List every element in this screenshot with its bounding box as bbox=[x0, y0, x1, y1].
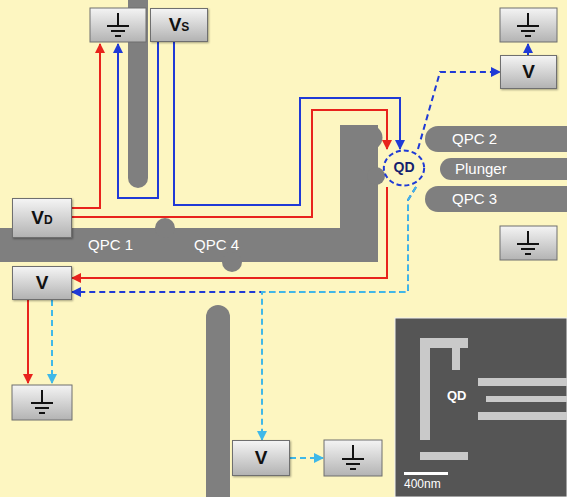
dot-outline bbox=[384, 151, 424, 186]
ground-box bbox=[500, 226, 557, 260]
current-path bbox=[174, 42, 400, 205]
current-arrow bbox=[51, 300, 53, 383]
terminal-label: VS bbox=[169, 15, 190, 36]
gate-finger bbox=[425, 126, 567, 152]
qpc-bump bbox=[222, 252, 242, 272]
voltmeter-box: V bbox=[500, 55, 557, 89]
part-label: QD bbox=[447, 389, 467, 404]
voltmeter-box: V bbox=[12, 266, 72, 300]
drain-terminal: VD bbox=[12, 198, 72, 238]
ground-box bbox=[324, 440, 382, 476]
sem-inset bbox=[395, 318, 567, 497]
current-arrow bbox=[290, 457, 323, 459]
ground-box bbox=[12, 385, 72, 420]
part-label: QPC 4 bbox=[194, 236, 239, 253]
plunger-gate bbox=[440, 158, 567, 180]
current-path bbox=[72, 110, 387, 217]
current-path bbox=[72, 187, 387, 278]
current-path bbox=[72, 187, 416, 292]
terminal-label: V bbox=[36, 273, 49, 294]
current-arrow bbox=[72, 44, 100, 208]
gate-finger bbox=[206, 305, 230, 497]
ground-box bbox=[500, 8, 557, 42]
part-label: Plunger bbox=[455, 160, 507, 177]
part-label: 400nm bbox=[404, 478, 441, 492]
edge-current-paths bbox=[28, 42, 528, 458]
gate-bump bbox=[367, 167, 385, 185]
part-label: QPC 3 bbox=[452, 190, 497, 207]
qpc-bump bbox=[155, 218, 175, 238]
current-path bbox=[418, 72, 500, 149]
dot-label: QD bbox=[394, 160, 415, 175]
voltmeter-box: V bbox=[232, 440, 290, 476]
terminal-label: VD bbox=[31, 208, 52, 229]
current-path bbox=[262, 187, 416, 440]
source-terminal: VS bbox=[150, 8, 208, 42]
scale-bar bbox=[404, 472, 448, 475]
gate-finger bbox=[340, 125, 382, 150]
terminal-label: V bbox=[255, 448, 268, 469]
gate-finger bbox=[425, 186, 567, 212]
part-label: QPC 1 bbox=[88, 236, 133, 253]
current-arrow bbox=[118, 42, 158, 198]
current-arrow bbox=[527, 44, 529, 55]
current-arrow bbox=[27, 300, 29, 383]
part-label: QPC 2 bbox=[452, 130, 497, 147]
quantum-dot: QD bbox=[383, 149, 425, 187]
ground-box bbox=[90, 8, 146, 42]
terminal-label: V bbox=[522, 62, 535, 83]
